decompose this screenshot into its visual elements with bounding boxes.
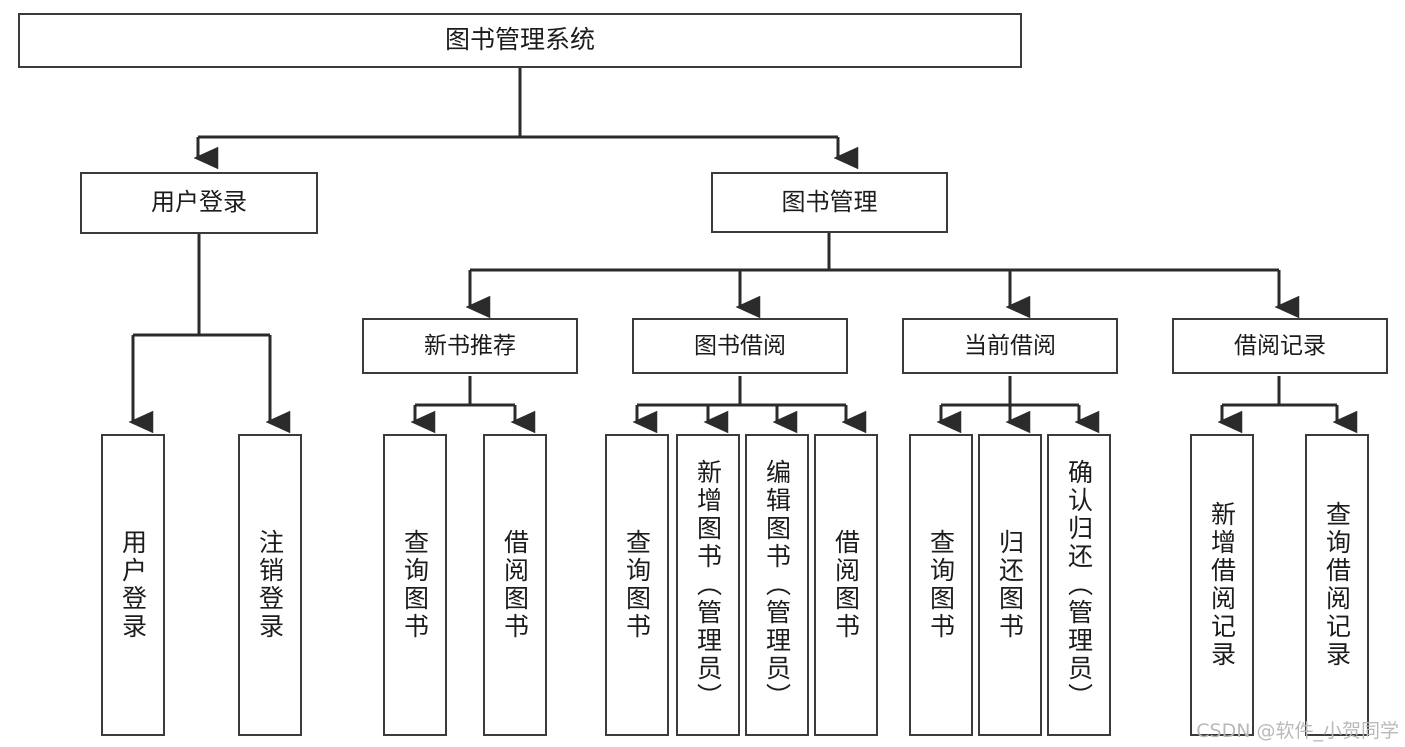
node-leaf-borrow-book-2[interactable]: 借阅图书: [814, 434, 878, 736]
node-book-borrow[interactable]: 图书借阅: [632, 318, 848, 374]
node-user-login-label: 用户登录: [151, 188, 247, 217]
node-leaf-borrow-book-2-label: 借阅图书: [831, 529, 861, 641]
node-leaf-confirm-return-admin-label: 确认归还（管理员）: [1064, 459, 1094, 711]
node-leaf-add-borrow-record[interactable]: 新增借阅记录: [1190, 434, 1254, 736]
node-leaf-add-borrow-record-label: 新增借阅记录: [1207, 501, 1237, 669]
node-root[interactable]: 图书管理系统: [18, 13, 1022, 68]
node-book-management-label: 图书管理: [781, 187, 878, 216]
node-leaf-add-book-admin[interactable]: 新增图书（管理员）: [676, 434, 740, 736]
node-leaf-edit-book-admin[interactable]: 编辑图书（管理员）: [745, 434, 809, 736]
csdn-watermark: CSDN @软件_小贺同学: [1196, 720, 1399, 742]
node-leaf-edit-book-admin-label: 编辑图书（管理员）: [762, 459, 792, 711]
node-leaf-query-book-2[interactable]: 查询图书: [605, 434, 669, 736]
node-borrow-record-label: 借阅记录: [1234, 332, 1326, 359]
node-leaf-return-book[interactable]: 归还图书: [978, 434, 1042, 736]
node-leaf-user-login-label: 用户登录: [118, 529, 148, 641]
node-leaf-add-book-admin-label: 新增图书（管理员）: [693, 459, 723, 711]
node-leaf-logout-login[interactable]: 注销登录: [238, 434, 302, 736]
node-leaf-query-book-3-label: 查询图书: [926, 529, 956, 641]
node-leaf-return-book-label: 归还图书: [995, 529, 1025, 641]
node-current-borrow[interactable]: 当前借阅: [902, 318, 1118, 374]
node-leaf-confirm-return-admin[interactable]: 确认归还（管理员）: [1047, 434, 1111, 736]
node-leaf-user-login[interactable]: 用户登录: [101, 434, 165, 736]
node-leaf-query-borrow-record[interactable]: 查询借阅记录: [1305, 434, 1369, 736]
node-leaf-borrow-book-1[interactable]: 借阅图书: [483, 434, 547, 736]
node-leaf-query-book-1[interactable]: 查询图书: [383, 434, 447, 736]
node-leaf-query-borrow-record-label: 查询借阅记录: [1322, 501, 1352, 669]
node-new-book-recommend-label: 新书推荐: [424, 332, 516, 359]
node-current-borrow-label: 当前借阅: [964, 332, 1056, 359]
node-leaf-borrow-book-1-label: 借阅图书: [500, 529, 530, 641]
node-leaf-query-book-3[interactable]: 查询图书: [909, 434, 973, 736]
node-leaf-query-book-1-label: 查询图书: [400, 529, 430, 641]
node-leaf-logout-login-label: 注销登录: [255, 529, 285, 641]
node-borrow-record[interactable]: 借阅记录: [1172, 318, 1388, 374]
node-book-borrow-label: 图书借阅: [694, 332, 786, 359]
node-book-management[interactable]: 图书管理: [711, 172, 948, 233]
node-root-label: 图书管理系统: [444, 25, 595, 55]
node-new-book-recommend[interactable]: 新书推荐: [362, 318, 578, 374]
node-user-login[interactable]: 用户登录: [80, 172, 318, 234]
node-leaf-query-book-2-label: 查询图书: [622, 529, 652, 641]
